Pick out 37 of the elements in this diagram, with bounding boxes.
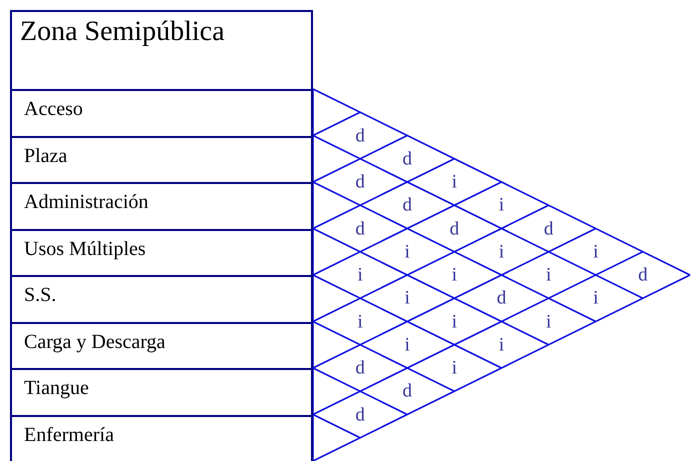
row-label: Plaza	[24, 144, 68, 168]
relationship-letter: i	[593, 242, 598, 262]
relationship-letter: d	[402, 382, 412, 401]
relationship-letter: d	[450, 219, 460, 238]
row-label: Carga y Descarga	[24, 330, 166, 354]
relationship-letter: i	[593, 288, 598, 308]
relationship-letter: i	[357, 312, 363, 331]
row-label: Usos Múltiples	[24, 238, 146, 260]
relationship-letter: d	[355, 405, 365, 424]
relationship-letter: i	[452, 172, 458, 192]
row-label: Administración	[24, 191, 148, 214]
relationship-letter: i	[498, 335, 504, 354]
relationship-letter: i	[498, 242, 504, 262]
relationship-letter: i	[546, 266, 552, 284]
relationship-letter: d	[496, 288, 506, 308]
row-label: S.S.	[24, 284, 56, 307]
relationship-letter: i	[546, 312, 552, 331]
relationship-letter: d	[355, 126, 365, 145]
relationship-letter: i	[452, 358, 458, 378]
relationship-letter: i	[357, 266, 363, 284]
relationship-letter: d	[355, 172, 365, 192]
table-title: Zona Semipública	[20, 16, 225, 48]
relationship-letter: i	[404, 335, 410, 354]
row-label: Enfermería	[24, 424, 114, 446]
relationship-letter: d	[544, 219, 554, 238]
relationship-letter: i	[404, 242, 410, 262]
relationship-letter: d	[402, 196, 412, 215]
relationship-letter: d	[355, 358, 365, 378]
relationship-letter: i	[404, 288, 410, 308]
relationship-letter: i	[452, 312, 458, 331]
relationship-letter: d	[355, 219, 365, 238]
row-label: Tiangue	[24, 377, 89, 400]
relationship-letter: i	[452, 266, 458, 284]
row-label: Acceso	[24, 98, 83, 121]
relationship-letter: i	[498, 196, 504, 215]
relationship-letter: d	[638, 266, 648, 284]
relationship-letter: d	[402, 149, 412, 168]
